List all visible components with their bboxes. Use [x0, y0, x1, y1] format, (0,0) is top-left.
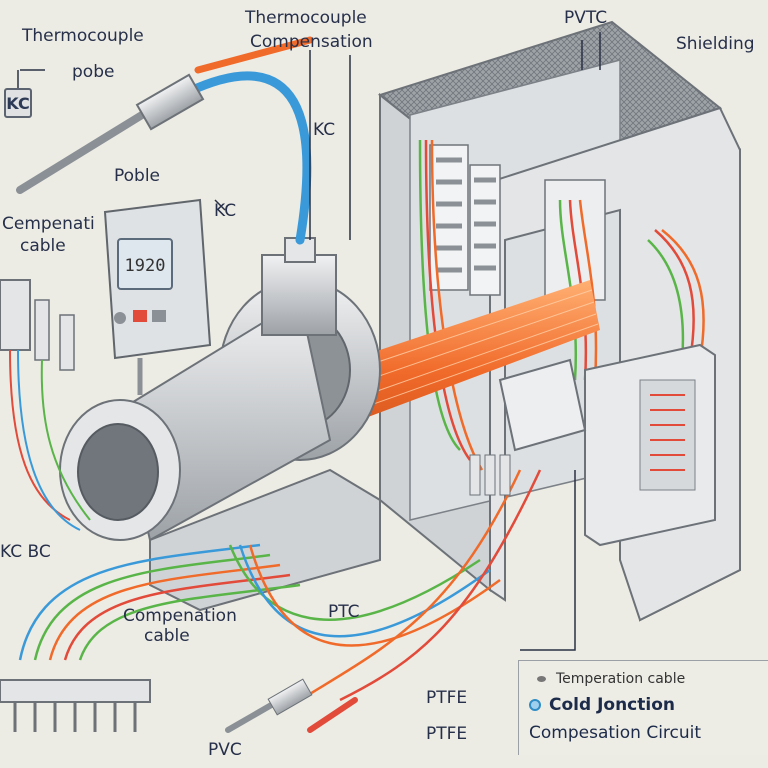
thermocouple-probe-icon: [16, 36, 314, 194]
label-ptc: PTC: [328, 602, 360, 622]
label-ptfe-1: PTFE: [426, 688, 468, 708]
probe-tips: [225, 678, 358, 733]
legend-item2-text: Cold Jonction: [549, 695, 675, 715]
legend-item-temperation-cable: Temperation cable: [537, 671, 685, 687]
legend-bullet-icon: [537, 676, 546, 682]
label-kc-box: KC: [4, 88, 32, 118]
bottom-wires: [18, 469, 542, 702]
label-pvtc: PVTC: [564, 8, 608, 28]
legend-item-cold-junction: Cold Jonction: [529, 695, 675, 715]
label-kc-bc: KC BC: [0, 542, 51, 562]
legend-circle-icon: [529, 699, 541, 711]
legend-box: Temperation cable Cold Jonction Compesat…: [518, 660, 768, 755]
terminal-block-icon: [0, 679, 151, 732]
connector-icon: [0, 279, 91, 531]
label-cempenat-line1: Cempenati: [2, 214, 95, 234]
blue-cable: [183, 71, 312, 245]
label-ptfe-2: PTFE: [426, 724, 468, 744]
label-thermocouple-comp-line1: Thermocouple: [245, 8, 367, 28]
label-kc-meter: KC: [214, 201, 237, 221]
label-pvc: PVC: [208, 740, 242, 760]
legend-item-compensation-circuit: Compesation Circuit: [529, 723, 702, 743]
label-thermocouple-top-left: Thermocouple: [22, 26, 144, 46]
label-kc-center: KC: [313, 120, 336, 140]
label-comp-cable-line2: cable: [144, 626, 190, 646]
label-poble: Poble: [114, 166, 161, 186]
label-cempenat-line2: cable: [20, 236, 66, 256]
label-comp-cable-line1: Compenation: [123, 606, 237, 626]
breaker-group: [429, 144, 501, 296]
meter-display: 1920: [117, 238, 173, 290]
terminal-block-center: [469, 358, 587, 496]
leader-lines: [17, 32, 601, 651]
label-pobe: pobe: [72, 62, 115, 82]
label-thermocouple-comp-line2: Compensation: [250, 32, 373, 52]
label-shielding: Shielding: [676, 34, 755, 54]
legend-item1-text: Temperation cable: [556, 671, 686, 687]
pipe-icon: [59, 237, 381, 612]
